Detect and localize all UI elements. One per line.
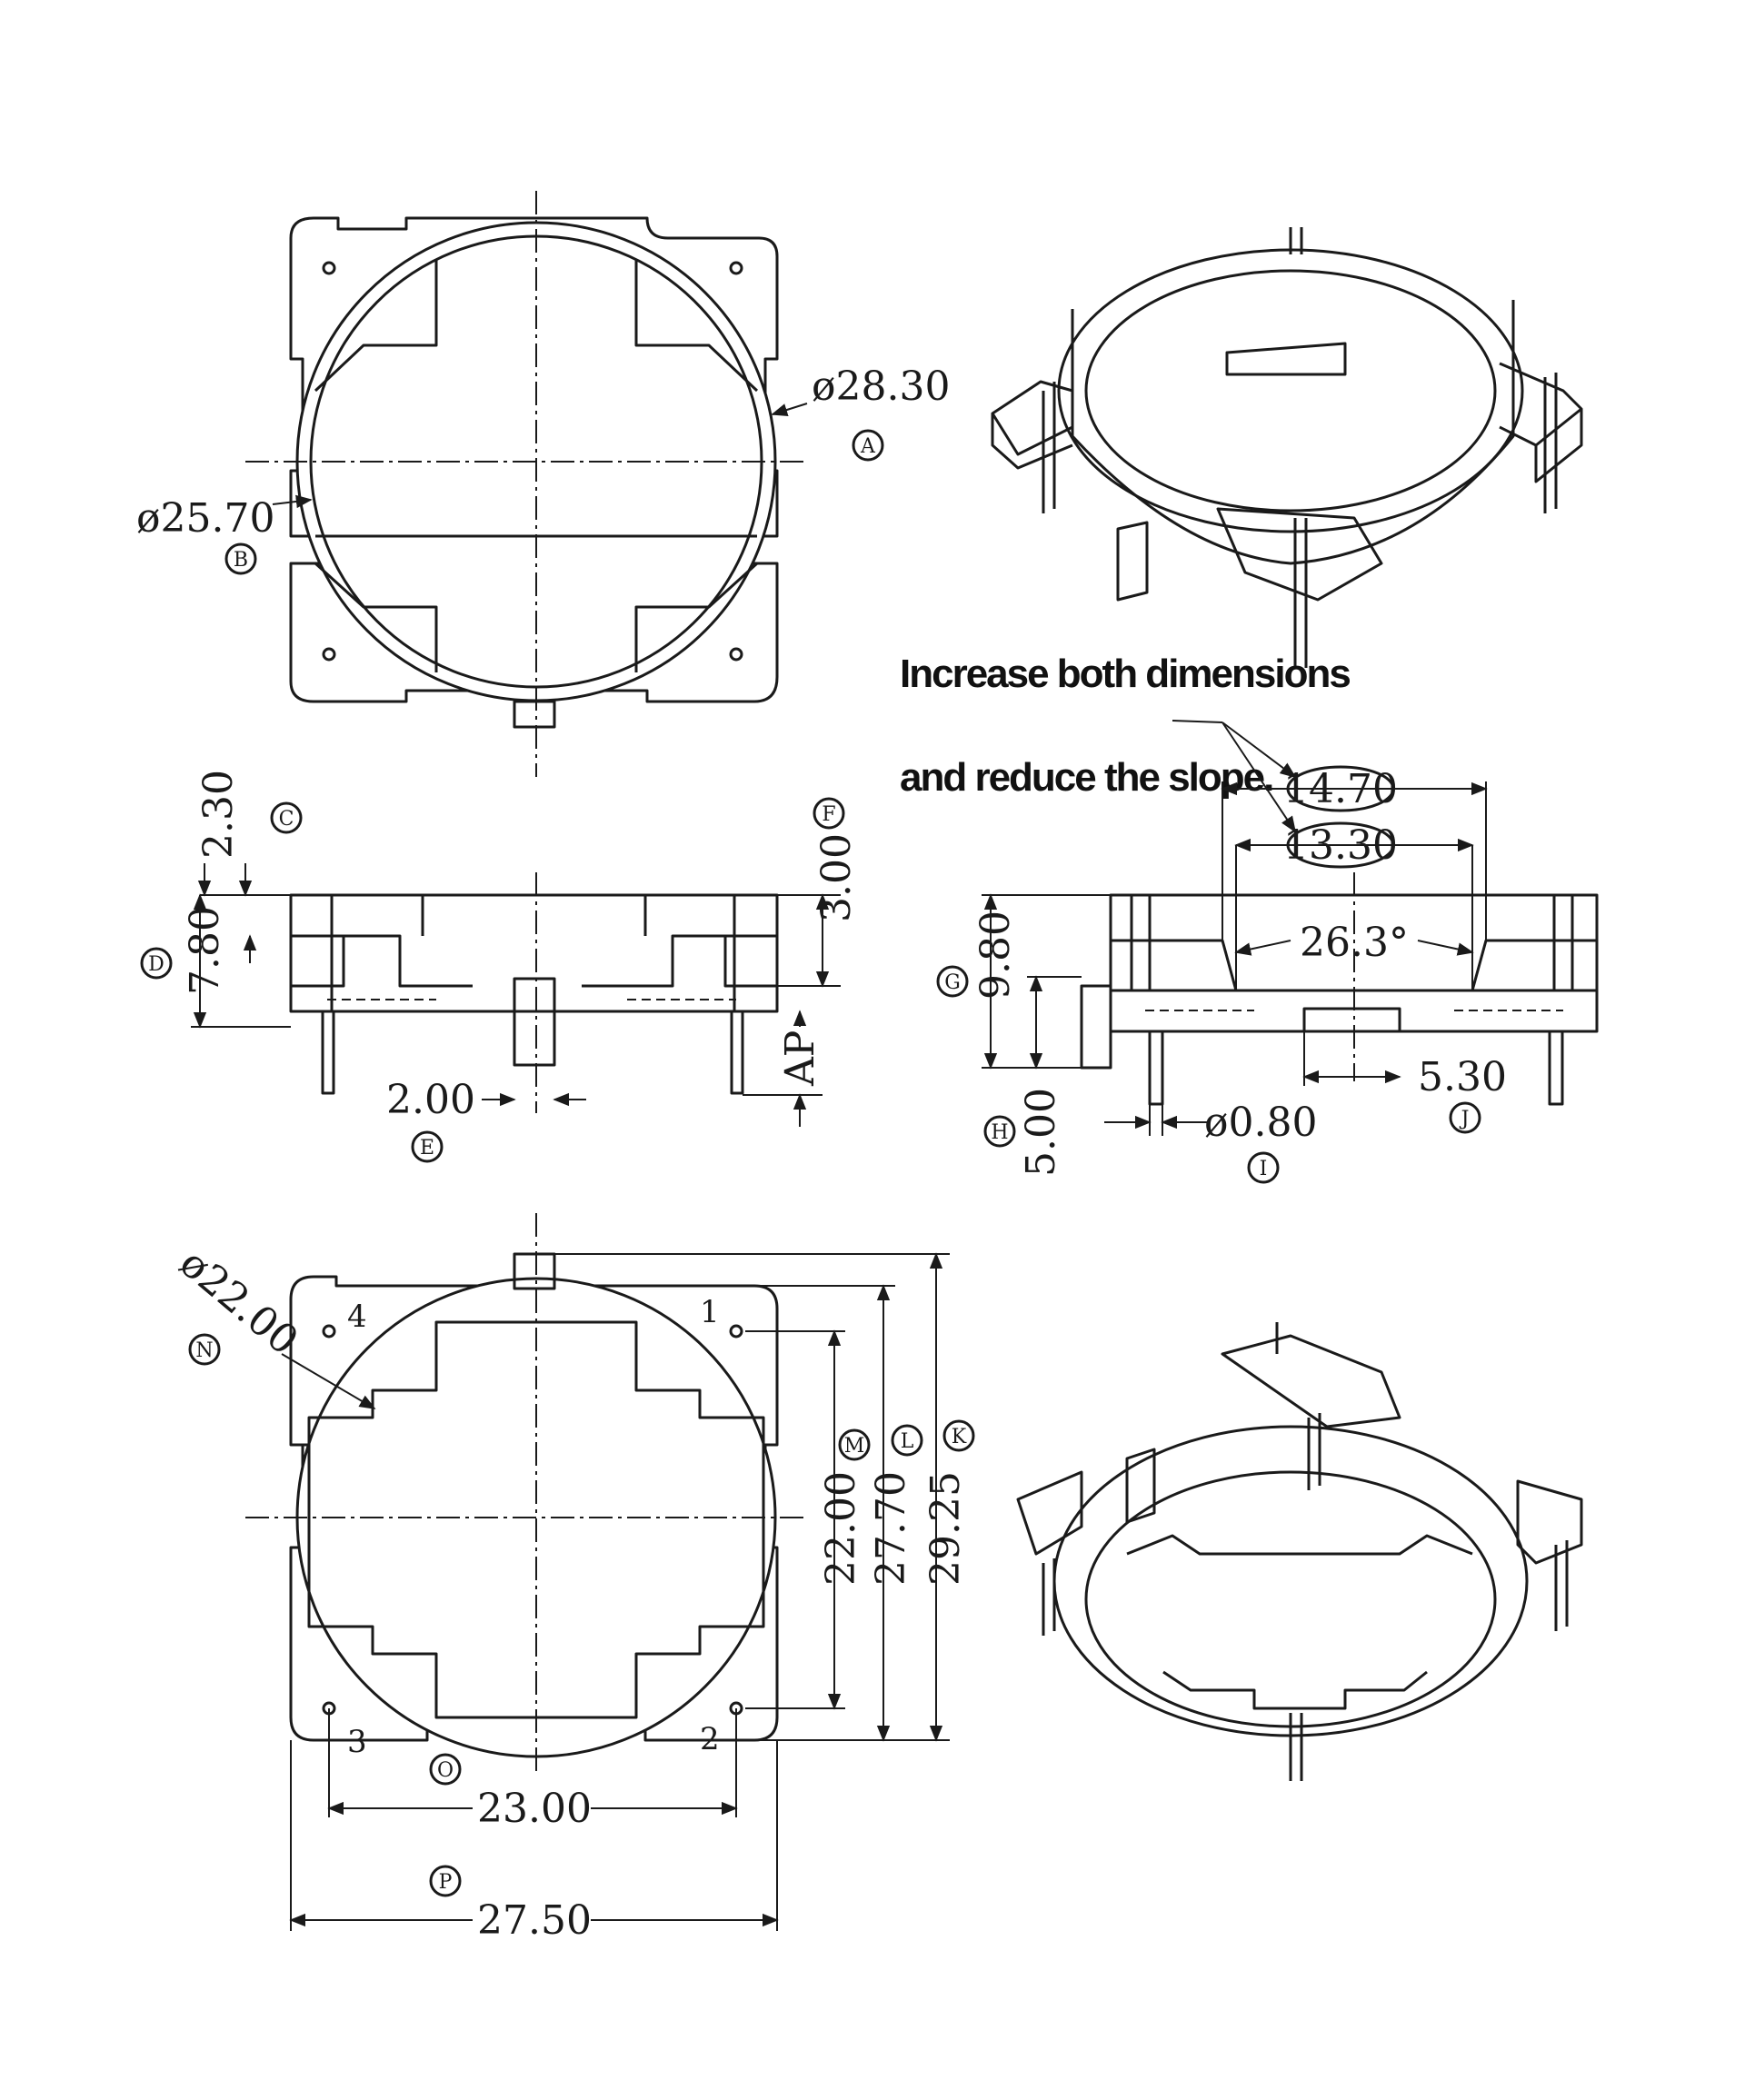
tag-E: E: [420, 1137, 434, 1159]
tag-H: H: [991, 1121, 1008, 1144]
dim-G-value: 9.80: [972, 911, 1019, 1000]
tag-B: B: [234, 549, 248, 572]
tag-D: D: [148, 953, 165, 976]
isometric-view-top: [991, 227, 1583, 668]
note-line-2: and reduce the slope.: [900, 755, 1272, 800]
dim-AP-value: AP: [777, 1030, 823, 1087]
dim-O-value: 23.00: [477, 1786, 592, 1832]
dim-M-value: 22.00: [818, 1471, 864, 1586]
tag-G: G: [944, 971, 961, 994]
note-line-1: Increase both dimensions: [900, 652, 1350, 696]
revision-note: Increase both dimensions and reduce the …: [900, 652, 1351, 833]
tag-K: K: [952, 1426, 967, 1448]
bottom-view: 4 1 3 2 ø22.00 N 22.00 M 27.70 L 29.25 K: [171, 1213, 975, 1944]
front-view: 2.30 C 7.80 D 3.00 F AP 2.00 E: [140, 770, 860, 1163]
isometric-view-bottom: [1016, 1322, 1583, 1781]
dim-P-value: 27.50: [477, 1897, 592, 1944]
dim-angle: 26.3°: [1300, 920, 1409, 966]
tag-A: A: [860, 435, 876, 458]
pin-2-label: 2: [700, 1721, 720, 1757]
dim-A-value: ø28.30: [812, 363, 950, 410]
dim-K-value: 29.25: [922, 1471, 969, 1586]
tag-P: P: [439, 1871, 453, 1894]
dim-B-value: ø25.70: [136, 495, 274, 542]
dim-H-value: 5.00: [1018, 1088, 1064, 1177]
tag-M: M: [844, 1435, 865, 1458]
dim-top-width-1: 14.70: [1283, 766, 1398, 812]
tag-F: F: [822, 803, 835, 826]
dim-top-width-2: 13.30: [1283, 822, 1398, 869]
dim-E-value: 2.00: [386, 1077, 475, 1123]
side-view: 14.70 13.30 26.3° 9.80 G 5.00 H ø0.80 I: [936, 765, 1599, 1184]
dim-I-value: ø0.80: [1204, 1100, 1317, 1146]
tag-J: J: [1460, 1108, 1470, 1130]
dim-L-value: 27.70: [868, 1471, 914, 1586]
dim-C-value: 2.30: [195, 770, 242, 859]
pin-4-label: 4: [347, 1299, 367, 1335]
tag-O: O: [437, 1759, 454, 1782]
dim-F-value: 3.00: [813, 833, 860, 922]
tag-N: N: [195, 1339, 213, 1362]
pin-3-label: 3: [347, 1724, 367, 1760]
dim-D-value: 7.80: [182, 906, 228, 995]
tag-I: I: [1260, 1158, 1268, 1180]
pin-1-label: 1: [700, 1294, 720, 1330]
tag-L: L: [901, 1430, 914, 1453]
tag-C: C: [279, 808, 294, 831]
top-view: ø28.30 A ø25.70 B: [136, 191, 950, 777]
dim-J-value: 5.30: [1418, 1054, 1507, 1100]
